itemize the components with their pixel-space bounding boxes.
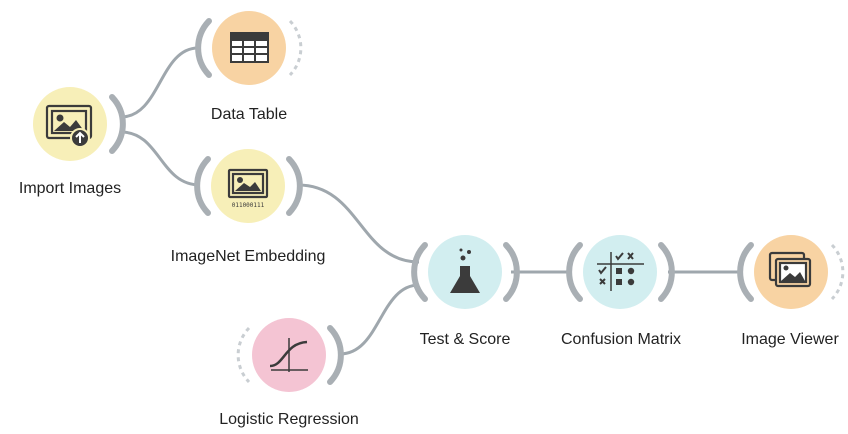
link-import-to-datatable[interactable] <box>120 46 199 119</box>
label-test-score: Test & Score <box>419 331 511 348</box>
label-import-images: Import Images <box>18 180 122 197</box>
label-imagenet-embedding: ImageNet Embedding <box>170 248 326 265</box>
label-confusion-matrix: Confusion Matrix <box>560 331 682 348</box>
input-arc-dashed <box>236 326 251 384</box>
output-arc-dashed <box>830 243 845 301</box>
flask-icon <box>450 248 480 293</box>
confusion-matrix-icon <box>597 252 644 291</box>
link-logreg-to-testscore[interactable] <box>339 283 420 356</box>
widget-data-table[interactable] <box>195 11 303 85</box>
widget-confusion-matrix[interactable] <box>566 235 675 309</box>
output-arc <box>658 242 675 302</box>
label-image-viewer: Image Viewer <box>741 331 839 348</box>
input-arc <box>194 156 211 216</box>
output-arc <box>327 325 344 385</box>
output-arc <box>109 94 126 154</box>
sigmoid-curve-icon <box>269 338 308 372</box>
widget-logistic-regression[interactable] <box>236 318 344 392</box>
input-arc <box>411 242 428 302</box>
output-arc <box>286 156 303 216</box>
table-icon <box>230 32 269 63</box>
embedding-bits-caption: 011000111 <box>232 202 265 209</box>
label-logistic-regression: Logistic Regression <box>219 411 359 428</box>
input-arc <box>566 242 583 302</box>
link-import-to-embedding[interactable] <box>120 130 201 187</box>
output-arc <box>503 242 520 302</box>
widget-import-images[interactable] <box>33 87 126 161</box>
import-image-icon <box>45 104 93 148</box>
widget-test-score[interactable] <box>411 235 520 309</box>
input-arc <box>195 18 212 78</box>
image-stack-icon <box>768 251 812 288</box>
input-arc <box>737 242 754 302</box>
embedding-image-icon <box>227 168 269 199</box>
link-embedding-to-testscore[interactable] <box>297 183 420 264</box>
label-data-table: Data Table <box>210 106 288 123</box>
links <box>120 46 741 356</box>
widget-imagenet-embedding[interactable]: 011000111 <box>194 149 303 223</box>
widget-image-viewer[interactable] <box>737 235 845 309</box>
output-arc-dashed <box>288 19 303 77</box>
